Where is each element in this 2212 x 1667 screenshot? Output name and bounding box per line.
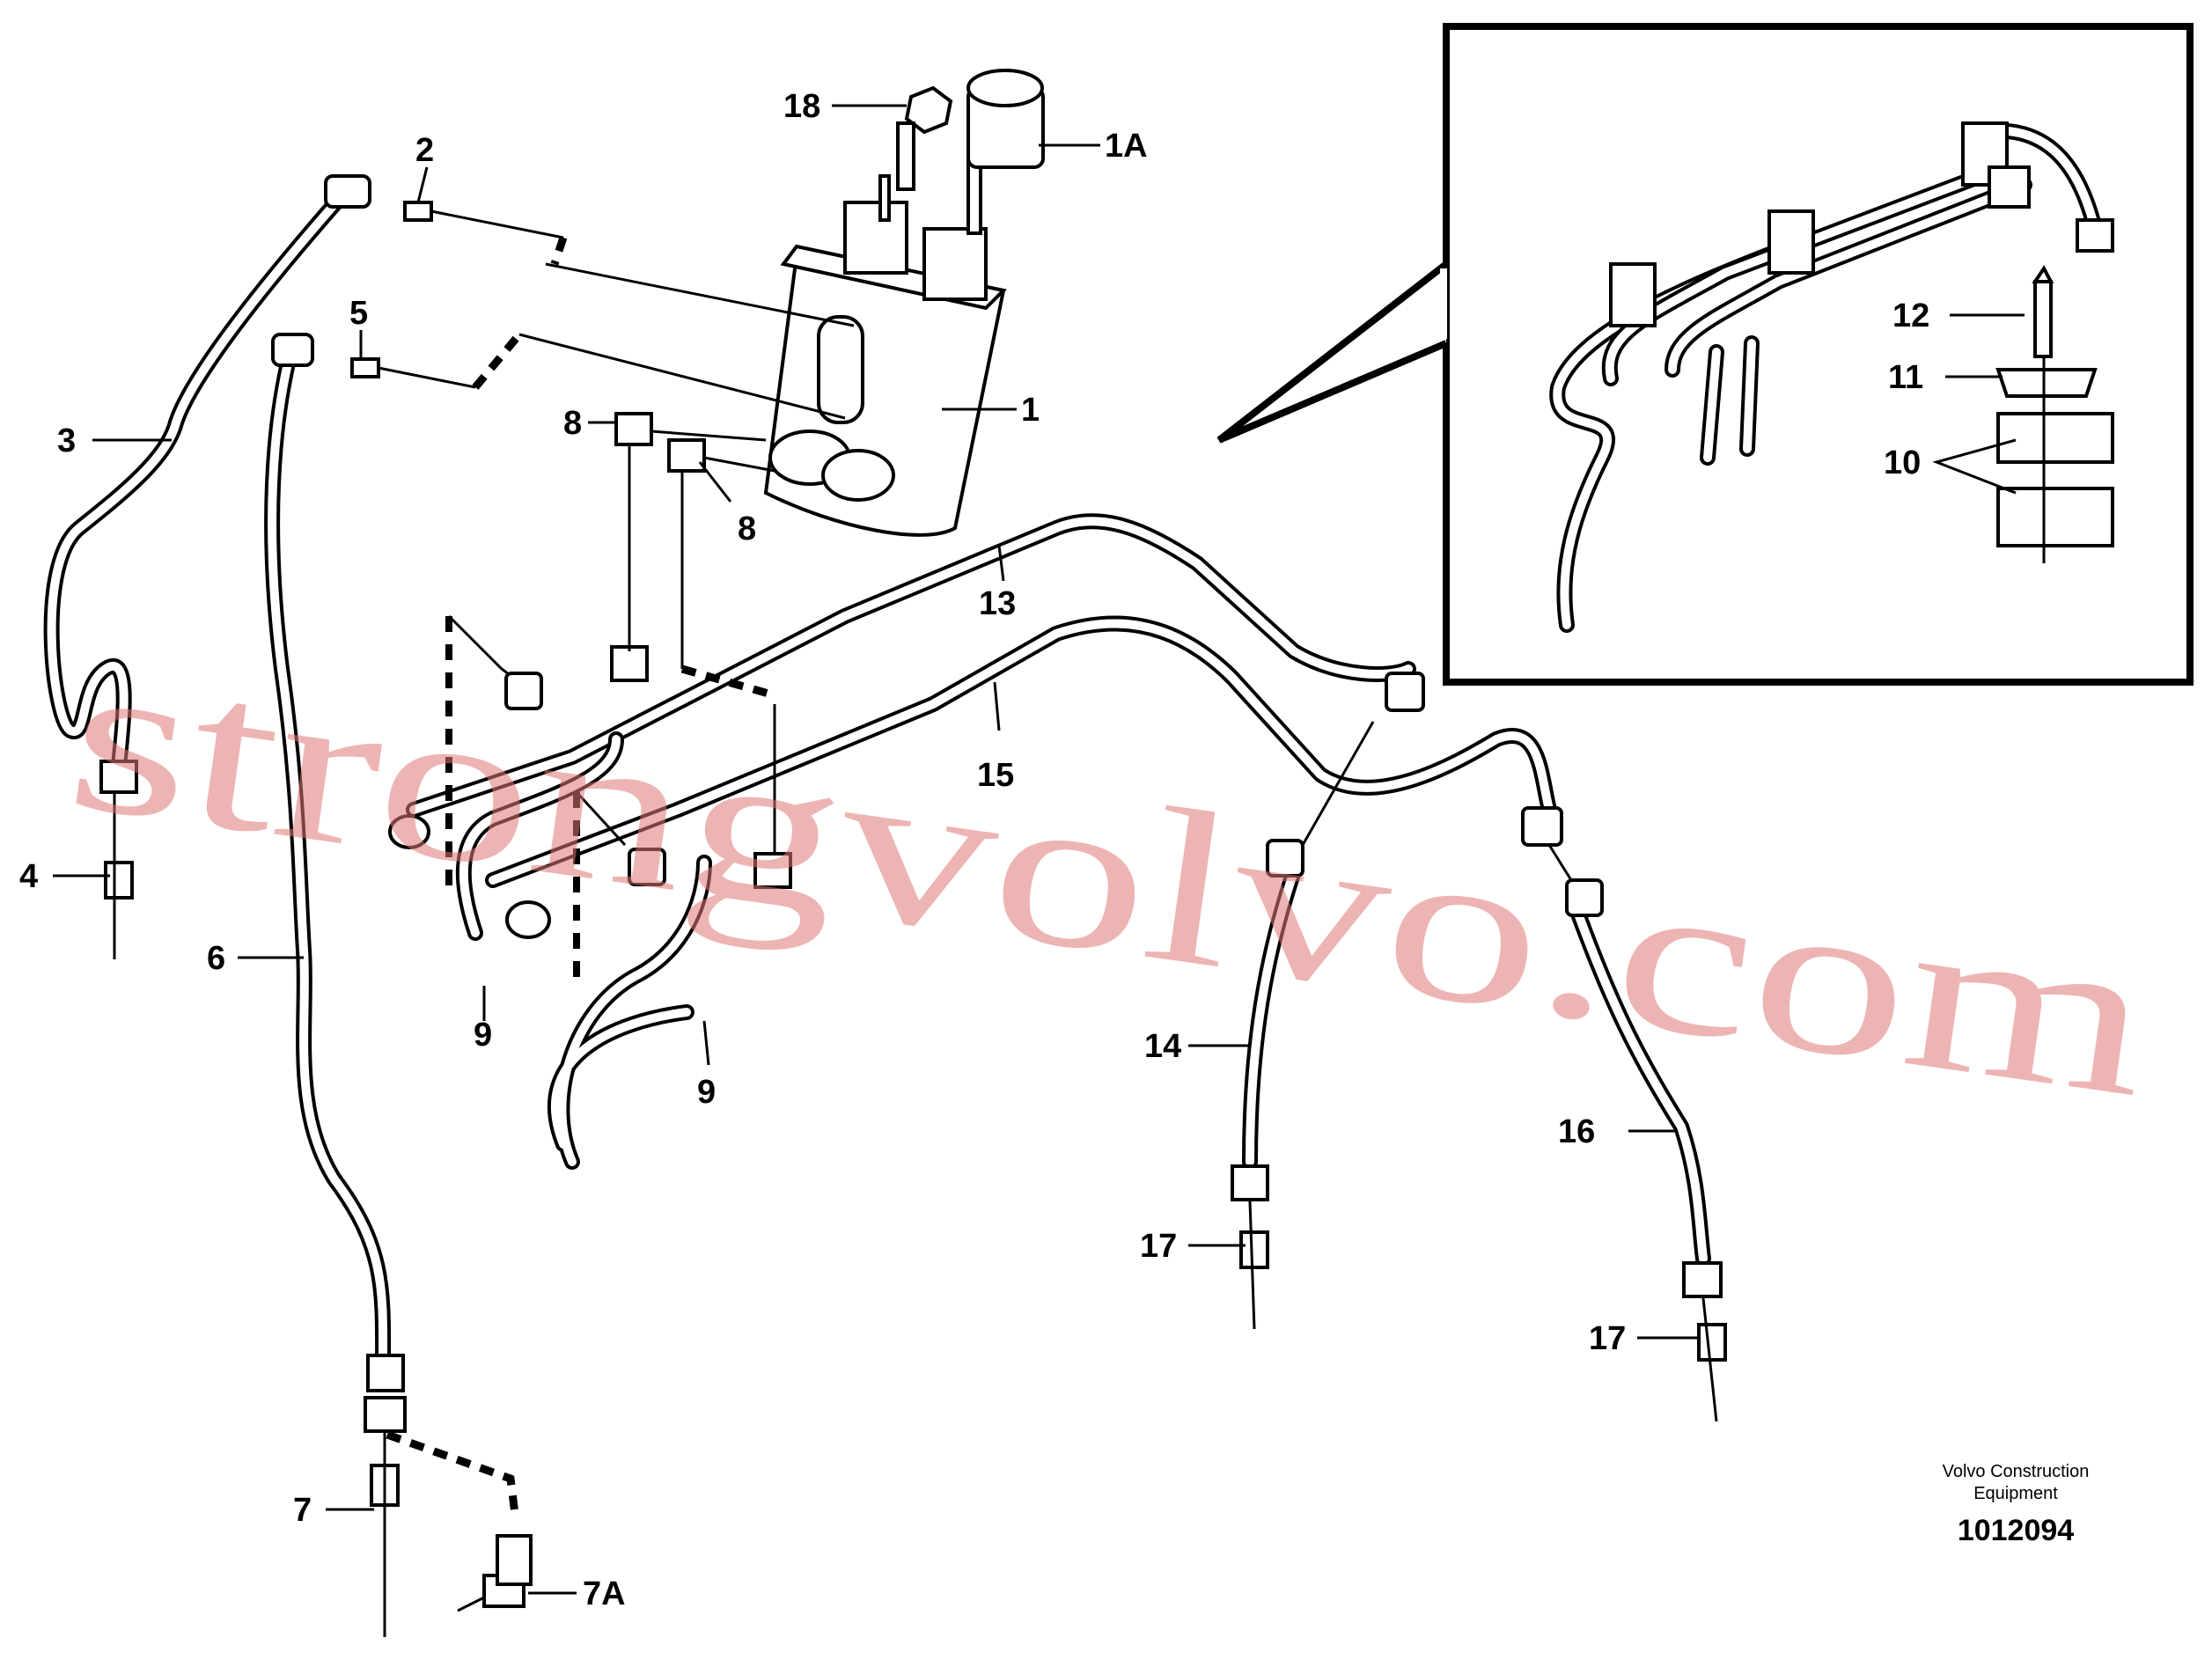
callout-17-left: 17	[1140, 1228, 1177, 1265]
callout-13: 13	[979, 585, 1016, 622]
callout-18: 18	[783, 88, 820, 125]
control-valve	[763, 69, 1045, 537]
callout-7: 7	[293, 1492, 312, 1529]
callout-16: 16	[1558, 1113, 1595, 1150]
watermark: strongvolvo.com	[56, 611, 2164, 1144]
callout-8-lower: 8	[738, 510, 756, 547]
pipe-15	[485, 615, 1557, 888]
callout-4: 4	[19, 858, 38, 895]
callout-17-right: 17	[1589, 1320, 1626, 1357]
pipe-13	[406, 513, 1416, 818]
fittings	[104, 174, 1727, 1608]
pipe-3	[43, 181, 356, 794]
callout-2: 2	[415, 132, 434, 169]
callout-12: 12	[1892, 297, 1929, 334]
callout-9-right: 9	[697, 1074, 716, 1111]
pipe-14	[1231, 863, 1302, 1201]
drawing-number: 1012094	[1958, 1514, 2074, 1547]
callout-leaders	[53, 104, 2025, 1595]
pipe-9	[455, 731, 712, 1170]
brand-line-2: Equipment	[1973, 1484, 2058, 1503]
callout-15: 15	[977, 757, 1014, 794]
callout-8-upper: 8	[563, 405, 582, 442]
callout-14: 14	[1144, 1028, 1181, 1065]
callout-9-left: 9	[474, 1017, 492, 1054]
callout-6: 6	[207, 940, 225, 977]
callout-5: 5	[349, 295, 368, 332]
brand-line-1: Volvo Construction	[1943, 1462, 2090, 1481]
pipe-6	[264, 344, 407, 1433]
callout-11: 11	[1888, 359, 1923, 396]
callout-1: 1	[1021, 392, 1040, 429]
callout-3: 3	[57, 422, 76, 459]
pipe-16	[1568, 899, 1723, 1298]
callout-7a: 7A	[583, 1575, 626, 1612]
detail-inset	[1216, 23, 2194, 686]
callout-10: 10	[1884, 444, 1921, 481]
callout-1a: 1A	[1105, 128, 1148, 165]
